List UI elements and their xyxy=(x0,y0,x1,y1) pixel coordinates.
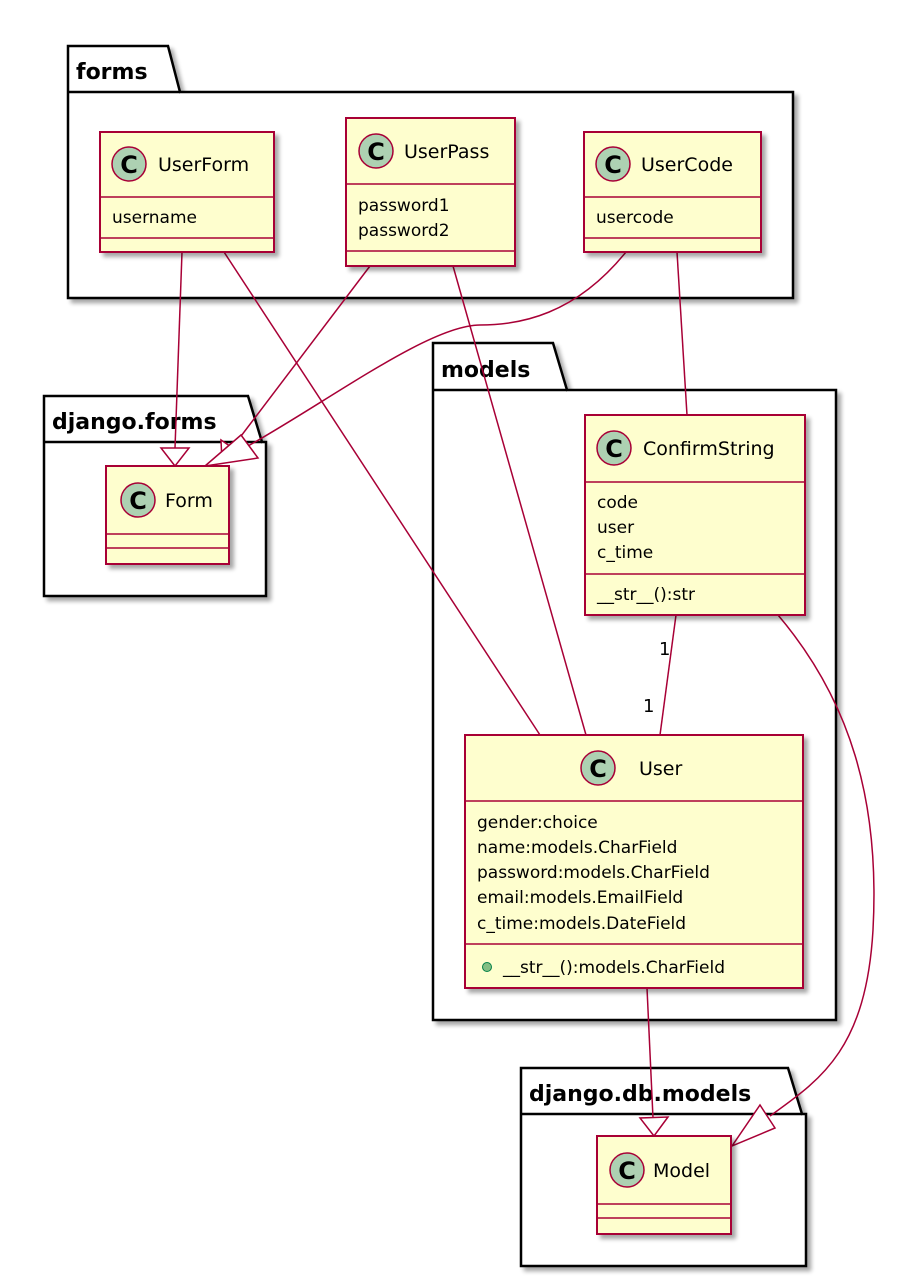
edge-userpass-form xyxy=(231,265,371,449)
class-field: code xyxy=(597,493,638,513)
class-field: password1 xyxy=(358,196,450,216)
class-icon: C xyxy=(111,146,147,182)
class-method: __str__():models.CharField xyxy=(502,958,725,978)
edge-confirmstring-model xyxy=(769,614,875,1117)
class-userform[interactable]: C UserForm username xyxy=(99,131,275,253)
class-name: UserForm xyxy=(158,154,249,176)
class-field: username xyxy=(112,208,197,228)
public-visibility-icon xyxy=(482,962,492,972)
class-icon-letter: C xyxy=(618,1157,636,1185)
class-icon-letter: C xyxy=(129,487,147,515)
class-field: name:models.CharField xyxy=(477,838,677,858)
class-name: Model xyxy=(653,1160,710,1182)
class-user[interactable]: C User gender:choice name:models.CharFie… xyxy=(464,734,804,989)
class-field: c_time:models.DateField xyxy=(477,914,686,934)
package-forms-title: forms xyxy=(76,60,148,85)
class-icon: C xyxy=(580,750,616,786)
package-django-db-models-title: django.db.models xyxy=(529,1082,751,1107)
class-name: UserCode xyxy=(641,154,733,176)
edges xyxy=(159,251,875,1148)
class-name: User xyxy=(639,758,682,780)
class-field: gender:choice xyxy=(477,813,598,833)
multiplicity-confirmstring-end: 1 xyxy=(659,639,670,660)
class-usercode[interactable]: C UserCode usercode xyxy=(583,131,762,253)
edge-usercode-confirmstring xyxy=(676,251,688,416)
edge-usercode-form xyxy=(247,251,627,447)
class-field: password2 xyxy=(358,221,450,241)
class-field: user xyxy=(597,518,634,538)
class-userpass[interactable]: C UserPass password1 password2 xyxy=(345,117,516,267)
class-icon: C xyxy=(596,430,632,466)
inheritance-arrow-model-1 xyxy=(638,1116,670,1138)
class-icon-letter: C xyxy=(589,755,607,783)
class-icon-letter: C xyxy=(120,151,138,179)
inheritance-arrow-form-1 xyxy=(159,447,191,468)
class-name: Form xyxy=(165,490,213,512)
class-model[interactable]: C Model xyxy=(596,1135,732,1235)
class-field: email:models.EmailField xyxy=(477,888,683,908)
class-name: UserPass xyxy=(404,141,489,163)
class-field: password:models.CharField xyxy=(477,863,710,883)
class-icon-letter: C xyxy=(604,151,622,179)
class-form[interactable]: C Form xyxy=(105,465,230,565)
edge-userform-form xyxy=(174,251,183,449)
package-django-forms-title: django.forms xyxy=(52,410,217,435)
class-name: ConfirmString xyxy=(643,438,775,460)
class-confirmstring[interactable]: C ConfirmString code user c_time __str__… xyxy=(584,414,806,616)
class-method: __str__():str xyxy=(596,585,695,605)
class-icon: C xyxy=(120,482,156,518)
class-icon-letter: C xyxy=(367,138,385,166)
multiplicity-user-end: 1 xyxy=(643,696,654,717)
class-icon: C xyxy=(609,1152,645,1188)
class-field: c_time xyxy=(597,543,653,563)
inheritance-arrow-form-3 xyxy=(202,433,260,468)
edge-userform-user xyxy=(223,251,541,736)
class-icon: C xyxy=(358,133,394,169)
class-field: usercode xyxy=(596,208,674,228)
inheritance-arrow-model-2 xyxy=(729,1103,777,1148)
edge-user-model xyxy=(646,987,654,1119)
class-icon-letter: C xyxy=(605,435,623,463)
edge-confirmstring-user xyxy=(659,614,677,736)
edge-userpass-user xyxy=(452,265,587,736)
class-icon: C xyxy=(595,146,631,182)
